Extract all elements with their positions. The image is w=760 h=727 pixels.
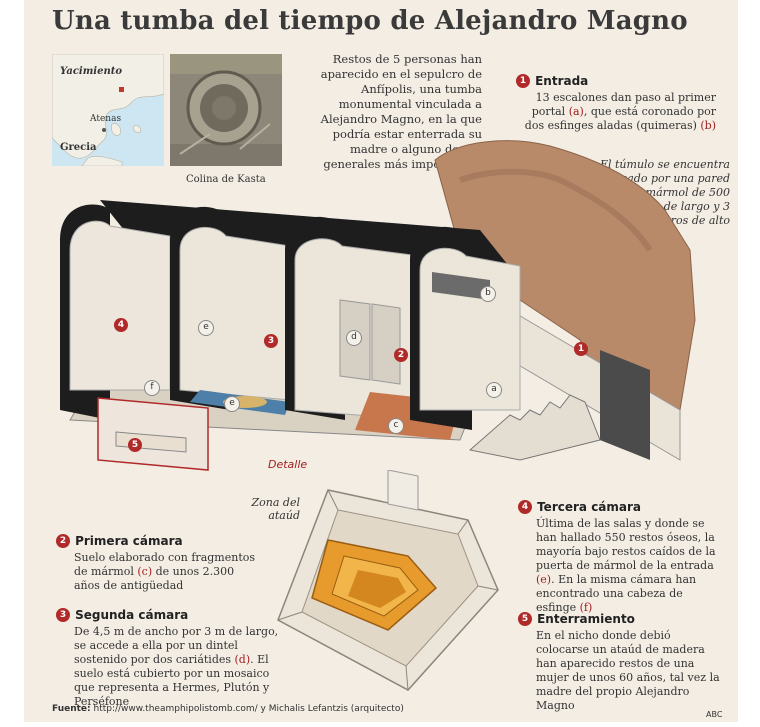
section-tercera-title: Tercera cámara [537, 500, 642, 514]
location-map: Yacimiento Atenas Grecia [52, 54, 164, 166]
map-country-label: Grecia [60, 142, 97, 153]
detalle-label: Detalle [268, 458, 308, 471]
section-enterramiento-title: Enterramiento [537, 612, 635, 626]
marker-1: 1 [516, 73, 530, 88]
section-enterramiento: 5 Enterramiento En el nicho donde debió … [518, 608, 724, 713]
marker-3: 3 [56, 607, 70, 622]
map-graphic [52, 54, 164, 166]
letter-d: d [346, 330, 362, 346]
publisher-credit: ABC [706, 710, 723, 719]
map-city-label: Atenas [90, 114, 122, 124]
sphinxes [432, 272, 490, 300]
source-credit: Fuente: http://www.theamphipolistomb.com… [52, 704, 404, 714]
entrance-stairs [468, 394, 601, 461]
aerial-photo-graphic [170, 54, 282, 166]
scene-marker-4: 4 [114, 318, 128, 332]
section-segunda-text: De 4,5 m de ancho por 3 m de largo, se a… [74, 625, 279, 708]
letter-c: c [388, 418, 404, 434]
intro-paragraph: Restos de 5 personas han aparecido en el… [320, 52, 482, 171]
section-primera-camara: 2 Primera cámara Suelo elaborado con fra… [56, 530, 256, 593]
scene-marker-1: 1 [574, 342, 588, 356]
scene-marker-5: 5 [128, 438, 142, 452]
marker-5: 5 [518, 611, 532, 626]
scene-marker-2: 2 [394, 348, 408, 362]
marker-4: 4 [518, 499, 532, 514]
tomb-cutaway-illustration [60, 140, 696, 471]
letter-e-lower: e [224, 396, 240, 412]
photo-caption: Colina de Kasta [186, 174, 266, 185]
section-primera-text: Suelo elaborado con fragmentos de mármol… [74, 551, 256, 592]
niche-detail-box [97, 397, 209, 471]
chamber-3 [179, 227, 291, 401]
section-segunda-camara: 3 Segunda cámara De 4,5 m de ancho por 3… [56, 604, 286, 709]
section-entrada-title: Entrada [535, 74, 589, 88]
section-segunda-title: Segunda cámara [75, 608, 189, 622]
scene-marker-3: 3 [264, 334, 278, 348]
marker-2: 2 [56, 533, 70, 548]
chamber-4 [69, 220, 171, 391]
section-primera-title: Primera cámara [75, 534, 183, 548]
letter-b: b [480, 286, 496, 302]
athens-dot [102, 128, 106, 132]
page-title: Una tumba del tiempo de Alejandro Magno [52, 6, 688, 36]
section-entrada: 1 Entrada 13 escalones dan paso al prime… [516, 70, 716, 133]
zona-ataud-label: Zona del ataúd [251, 496, 300, 522]
site-location-marker [119, 87, 124, 92]
section-entrada-text: 13 escalones dan paso al primer portal (… [524, 91, 716, 132]
map-site-label: Yacimiento [60, 66, 123, 77]
entrance-block [600, 350, 650, 460]
section-tercera-text: Última de las salas y donde se han halla… [536, 517, 716, 614]
letter-f: f [144, 380, 160, 396]
section-enterramiento-text: En el nicho donde debió colocarse un ata… [536, 629, 720, 712]
coffin-detail-illustration [277, 470, 499, 691]
caryatid-right [371, 303, 401, 385]
section-tercera-camara: 4 Tercera cámara Última de las salas y d… [518, 496, 724, 615]
letter-e-upper: e [198, 320, 214, 336]
aerial-photo [170, 54, 282, 166]
letter-a: a [486, 382, 502, 398]
